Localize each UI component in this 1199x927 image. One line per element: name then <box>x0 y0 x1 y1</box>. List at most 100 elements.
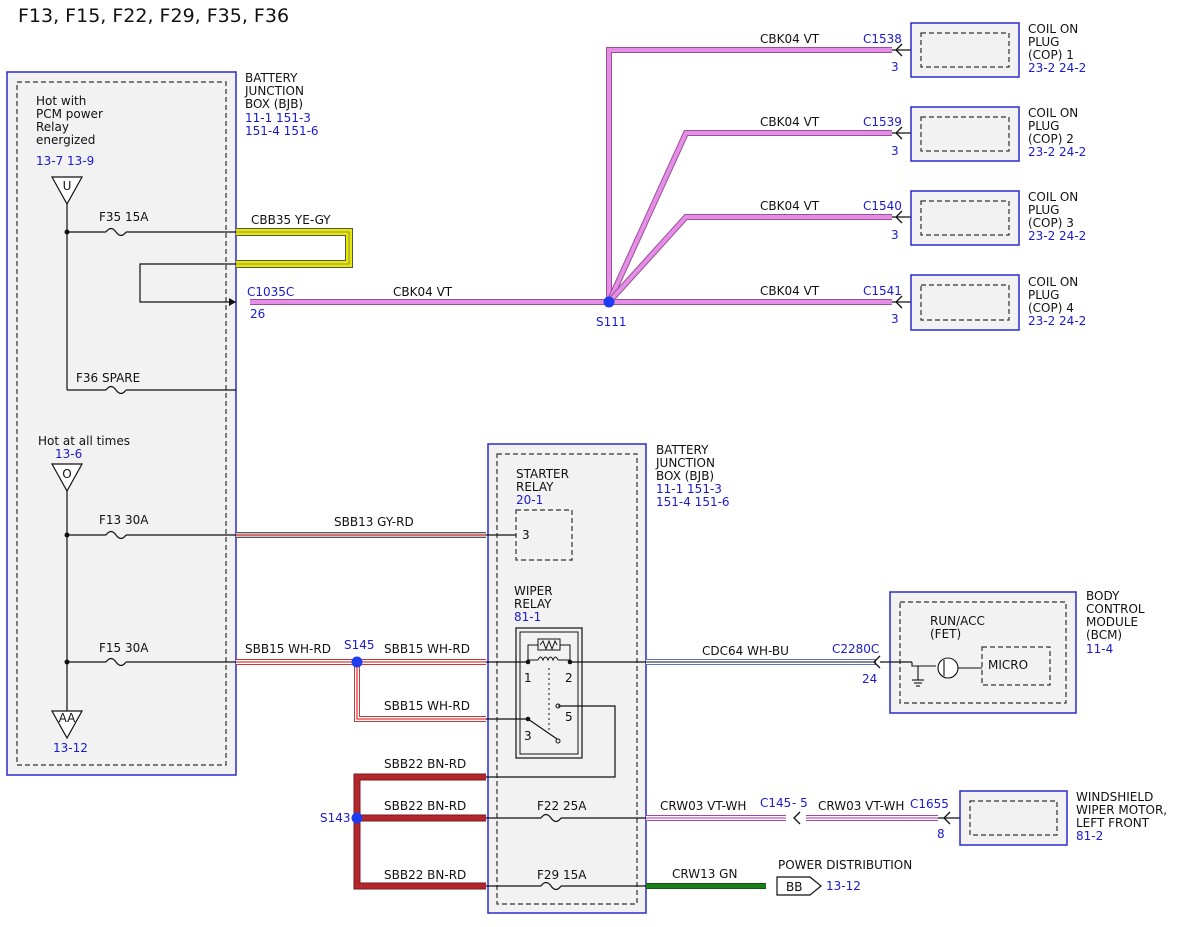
wire-cdc64-label: CDC64 WH-BU <box>702 644 789 658</box>
svg-text:RELAY: RELAY <box>516 480 554 494</box>
connector-c1655-pin: 8 <box>937 827 945 841</box>
hot-pcm-label: Hot with PCM power Relay energized 13-7 … <box>36 94 103 168</box>
fuse-f29-symbol <box>540 881 562 891</box>
svg-text:COIL ON: COIL ON <box>1028 106 1078 120</box>
wiper-motor-module: WINDSHIELD WIPER MOTOR, LEFT FRONT 81-2 <box>959 790 1167 846</box>
svg-text:CONTROL: CONTROL <box>1086 602 1145 616</box>
svg-text:COIL ON: COIL ON <box>1028 22 1078 36</box>
aa-ref: 13-12 <box>53 741 88 755</box>
svg-text:3: 3 <box>524 729 532 743</box>
coil-4: C1541 3 COIL ON PLUG (COP) 4 23-2 24-2 <box>863 274 1086 331</box>
bjb-left-label: BATTERY JUNCTION BOX (BJB) 11-1 151-3 15… <box>244 71 319 138</box>
svg-text:COIL ON: COIL ON <box>1028 275 1078 289</box>
svg-text:11-1 151-3: 11-1 151-3 <box>245 111 311 125</box>
svg-text:BB: BB <box>786 880 802 894</box>
splice-s143-label: S143 <box>320 811 351 825</box>
connector-c145: C145 <box>760 796 791 810</box>
coil-3: C1540 3 COIL ON PLUG (COP) 3 23-2 24-2 <box>863 190 1086 246</box>
svg-text:5: 5 <box>565 710 573 724</box>
svg-text:(COP) 4: (COP) 4 <box>1028 301 1074 315</box>
svg-text:3: 3 <box>891 60 899 74</box>
connector-c1035c: C1035C <box>247 285 294 299</box>
svg-text:C1541: C1541 <box>863 284 902 298</box>
svg-text:13-12: 13-12 <box>826 879 861 893</box>
svg-text:(COP) 2: (COP) 2 <box>1028 132 1074 146</box>
svg-text:23-2 24-2: 23-2 24-2 <box>1028 314 1086 328</box>
wire-crw13-label: CRW13 GN <box>672 867 737 881</box>
splice-s145 <box>351 656 363 668</box>
svg-text:POWER DISTRIBUTION: POWER DISTRIBUTION <box>778 858 912 872</box>
wire-cbb35-label: CBB35 YE-GY <box>251 213 331 227</box>
svg-text:PLUG: PLUG <box>1028 288 1059 302</box>
fuse-f36-symbol <box>105 385 127 395</box>
svg-text:BOX (BJB): BOX (BJB) <box>245 97 303 111</box>
svg-text:Relay: Relay <box>36 120 69 134</box>
svg-text:BATTERY: BATTERY <box>656 443 709 457</box>
svg-text:PLUG: PLUG <box>1028 119 1059 133</box>
connector-aa-label: AA <box>59 711 77 725</box>
hot-all-label: Hot at all times <box>38 434 130 448</box>
svg-text:3: 3 <box>891 228 899 242</box>
svg-text:20-1: 20-1 <box>516 493 543 507</box>
wire-sbb22-label-top: SBB22 BN-RD <box>384 757 466 771</box>
connector-c2280c-pin: 24 <box>862 672 877 686</box>
svg-text:81-1: 81-1 <box>514 610 541 624</box>
svg-text:23-2 24-2: 23-2 24-2 <box>1028 145 1086 159</box>
connector-o-triangle <box>50 463 84 493</box>
fuse-f35-label: F35 15A <box>99 210 149 224</box>
bjb-right-box <box>487 443 647 914</box>
svg-text:23-2 24-2: 23-2 24-2 <box>1028 61 1086 75</box>
fuse-f15-symbol <box>105 657 127 667</box>
svg-text:(COP) 1: (COP) 1 <box>1028 48 1074 62</box>
connector-c1035c-pin: 26 <box>250 307 265 321</box>
wire-sbb15-label-left: SBB15 WH-RD <box>245 642 331 656</box>
wire-sbb22-label-mid: SBB22 BN-RD <box>384 799 466 813</box>
bjb-right-inner <box>496 453 638 905</box>
wire-crw03-label-left: CRW03 VT-WH <box>660 799 746 813</box>
wire-cbk04-main-label: CBK04 VT <box>393 285 453 299</box>
wire-cbk04-c1538-label: CBK04 VT <box>760 32 820 46</box>
fuse-f22-label: F22 25A <box>537 799 587 813</box>
wire-cbk04-c1540-label: CBK04 VT <box>760 199 820 213</box>
internal-loop-wire <box>139 263 236 303</box>
bjb-left-box <box>6 71 237 776</box>
connector-aa-triangle <box>50 710 84 740</box>
svg-text:PLUG: PLUG <box>1028 35 1059 49</box>
svg-text:JUNCTION: JUNCTION <box>655 456 715 470</box>
svg-text:(BCM): (BCM) <box>1086 628 1122 642</box>
coil-1: C1538 3 COIL ON PLUG (COP) 1 23-2 24-2 <box>863 22 1086 78</box>
page-title: F13, F15, F22, F29, F35, F36 <box>18 5 289 27</box>
connector-o-label: O <box>62 467 71 481</box>
connector-c145-pin: - 5 <box>792 796 808 810</box>
svg-text:81-2: 81-2 <box>1076 829 1103 843</box>
svg-text:MICRO: MICRO <box>988 658 1028 672</box>
wiper-relay: WIPER RELAY 81-1 1 2 3 5 <box>514 584 583 759</box>
bjb-right-label: BATTERY JUNCTION BOX (BJB) 11-1 151-3 15… <box>655 443 730 509</box>
svg-text:BOX (BJB): BOX (BJB) <box>656 469 714 483</box>
svg-text:151-4 151-6: 151-4 151-6 <box>245 124 319 138</box>
svg-text:WIPER: WIPER <box>514 584 553 598</box>
svg-text:PCM power: PCM power <box>36 107 103 121</box>
svg-text:C1538: C1538 <box>863 32 902 46</box>
connector-c2280c: C2280C <box>832 642 879 656</box>
svg-text:(COP) 3: (COP) 3 <box>1028 216 1074 230</box>
connector-u-triangle <box>50 176 84 206</box>
splice-s111-label: S111 <box>596 315 627 329</box>
bjb-left-inner <box>16 81 227 766</box>
power-distribution-connector: POWER DISTRIBUTION BB 13-12 <box>776 858 912 896</box>
svg-text:3: 3 <box>891 144 899 158</box>
splice-s143 <box>351 812 363 824</box>
svg-text:RELAY: RELAY <box>514 597 552 611</box>
wire-sbb22-label-bottom: SBB22 BN-RD <box>384 868 466 882</box>
fuse-f22-symbol <box>540 813 562 823</box>
svg-text:C1539: C1539 <box>863 115 902 129</box>
svg-text:11-4: 11-4 <box>1086 642 1113 656</box>
fuse-f29-label: F29 15A <box>537 868 587 882</box>
svg-text:1: 1 <box>524 671 532 685</box>
wire-crw03-label-right: CRW03 VT-WH <box>818 799 904 813</box>
svg-text:13-7 13-9: 13-7 13-9 <box>36 154 94 168</box>
splice-s111 <box>603 296 615 308</box>
connector-u-label: U <box>63 179 72 193</box>
fuse-f13-label: F13 30A <box>99 513 149 527</box>
